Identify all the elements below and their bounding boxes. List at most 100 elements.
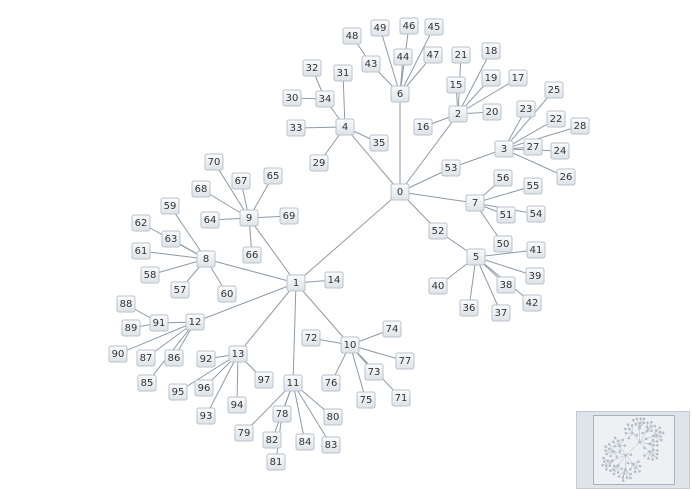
node-44[interactable]: 44 bbox=[393, 48, 413, 66]
node-87[interactable]: 87 bbox=[136, 349, 156, 367]
node-73[interactable]: 73 bbox=[364, 363, 384, 381]
node-46[interactable]: 46 bbox=[399, 17, 419, 35]
node-85[interactable]: 85 bbox=[137, 374, 157, 392]
node-4[interactable]: 4 bbox=[335, 118, 355, 136]
node-88[interactable]: 88 bbox=[116, 295, 136, 313]
node-49[interactable]: 49 bbox=[370, 19, 390, 37]
node-23[interactable]: 23 bbox=[516, 100, 536, 118]
node-17[interactable]: 17 bbox=[508, 69, 528, 87]
node-71[interactable]: 71 bbox=[391, 389, 411, 407]
node-19[interactable]: 19 bbox=[481, 69, 501, 87]
node-83[interactable]: 83 bbox=[321, 436, 341, 454]
node-96[interactable]: 96 bbox=[194, 379, 214, 397]
node-79[interactable]: 79 bbox=[234, 424, 254, 442]
node-86[interactable]: 86 bbox=[164, 349, 184, 367]
node-50[interactable]: 50 bbox=[493, 235, 513, 253]
node-9[interactable]: 9 bbox=[239, 209, 259, 227]
node-7[interactable]: 7 bbox=[465, 194, 485, 212]
node-66[interactable]: 66 bbox=[242, 246, 262, 264]
node-10[interactable]: 10 bbox=[340, 336, 360, 354]
node-28[interactable]: 28 bbox=[570, 117, 590, 135]
node-31[interactable]: 31 bbox=[333, 64, 353, 82]
node-57[interactable]: 57 bbox=[170, 281, 190, 299]
node-29[interactable]: 29 bbox=[309, 154, 329, 172]
node-25[interactable]: 25 bbox=[544, 81, 564, 99]
node-20[interactable]: 20 bbox=[482, 103, 502, 121]
node-61[interactable]: 61 bbox=[131, 242, 151, 260]
node-13[interactable]: 13 bbox=[228, 345, 248, 363]
node-58[interactable]: 58 bbox=[140, 266, 160, 284]
node-97[interactable]: 97 bbox=[254, 371, 274, 389]
node-48[interactable]: 48 bbox=[342, 27, 362, 45]
node-40[interactable]: 40 bbox=[428, 277, 448, 295]
node-55[interactable]: 55 bbox=[523, 177, 543, 195]
node-36[interactable]: 36 bbox=[459, 299, 479, 317]
node-54[interactable]: 54 bbox=[526, 205, 546, 223]
node-21[interactable]: 21 bbox=[451, 46, 471, 64]
node-78[interactable]: 78 bbox=[272, 405, 292, 423]
node-59[interactable]: 59 bbox=[160, 197, 180, 215]
node-8[interactable]: 8 bbox=[196, 250, 216, 268]
node-69[interactable]: 69 bbox=[279, 207, 299, 225]
node-32[interactable]: 32 bbox=[302, 59, 322, 77]
node-15[interactable]: 15 bbox=[446, 76, 466, 94]
node-34[interactable]: 34 bbox=[315, 90, 335, 108]
node-89[interactable]: 89 bbox=[121, 319, 141, 337]
node-6[interactable]: 6 bbox=[390, 85, 410, 103]
node-27[interactable]: 27 bbox=[523, 138, 543, 156]
node-26[interactable]: 26 bbox=[556, 168, 576, 186]
node-94[interactable]: 94 bbox=[227, 396, 247, 414]
node-64[interactable]: 64 bbox=[200, 211, 220, 229]
node-90[interactable]: 90 bbox=[108, 345, 128, 363]
node-91[interactable]: 91 bbox=[149, 314, 169, 332]
node-3[interactable]: 3 bbox=[494, 140, 514, 158]
node-12[interactable]: 12 bbox=[185, 313, 205, 331]
node-41[interactable]: 41 bbox=[526, 241, 546, 259]
node-51[interactable]: 51 bbox=[496, 206, 516, 224]
node-14[interactable]: 14 bbox=[324, 271, 344, 289]
node-63[interactable]: 63 bbox=[161, 230, 181, 248]
node-38[interactable]: 38 bbox=[496, 276, 516, 294]
overview-minimap[interactable] bbox=[576, 411, 690, 489]
node-0[interactable]: 0 bbox=[390, 183, 410, 201]
node-77[interactable]: 77 bbox=[395, 352, 415, 370]
node-68[interactable]: 68 bbox=[191, 180, 211, 198]
node-52[interactable]: 52 bbox=[428, 222, 448, 240]
node-35[interactable]: 35 bbox=[369, 134, 389, 152]
node-53[interactable]: 53 bbox=[441, 159, 461, 177]
node-70[interactable]: 70 bbox=[204, 153, 224, 171]
node-84[interactable]: 84 bbox=[295, 433, 315, 451]
node-93[interactable]: 93 bbox=[196, 407, 216, 425]
node-72[interactable]: 72 bbox=[301, 329, 321, 347]
node-47[interactable]: 47 bbox=[423, 46, 443, 64]
node-43[interactable]: 43 bbox=[361, 55, 381, 73]
node-42[interactable]: 42 bbox=[522, 294, 542, 312]
node-62[interactable]: 62 bbox=[131, 214, 151, 232]
node-60[interactable]: 60 bbox=[217, 285, 237, 303]
node-39[interactable]: 39 bbox=[525, 267, 545, 285]
node-82[interactable]: 82 bbox=[262, 431, 282, 449]
node-92[interactable]: 92 bbox=[196, 350, 216, 368]
node-67[interactable]: 67 bbox=[231, 172, 251, 190]
node-74[interactable]: 74 bbox=[382, 320, 402, 338]
node-75[interactable]: 75 bbox=[356, 391, 376, 409]
node-80[interactable]: 80 bbox=[323, 408, 343, 426]
node-18[interactable]: 18 bbox=[481, 42, 501, 60]
node-95[interactable]: 95 bbox=[168, 383, 188, 401]
node-16[interactable]: 16 bbox=[413, 118, 433, 136]
node-11[interactable]: 11 bbox=[283, 374, 303, 392]
node-45[interactable]: 45 bbox=[424, 18, 444, 36]
node-76[interactable]: 76 bbox=[321, 374, 341, 392]
node-2[interactable]: 2 bbox=[448, 105, 468, 123]
node-65[interactable]: 65 bbox=[263, 167, 283, 185]
node-81[interactable]: 81 bbox=[266, 453, 286, 471]
node-30[interactable]: 30 bbox=[282, 89, 302, 107]
node-24[interactable]: 24 bbox=[550, 142, 570, 160]
node-1[interactable]: 1 bbox=[286, 274, 306, 292]
node-37[interactable]: 37 bbox=[491, 304, 511, 322]
node-5[interactable]: 5 bbox=[466, 248, 486, 266]
node-56[interactable]: 56 bbox=[493, 169, 513, 187]
node-22[interactable]: 22 bbox=[546, 110, 566, 128]
node-33[interactable]: 33 bbox=[286, 119, 306, 137]
